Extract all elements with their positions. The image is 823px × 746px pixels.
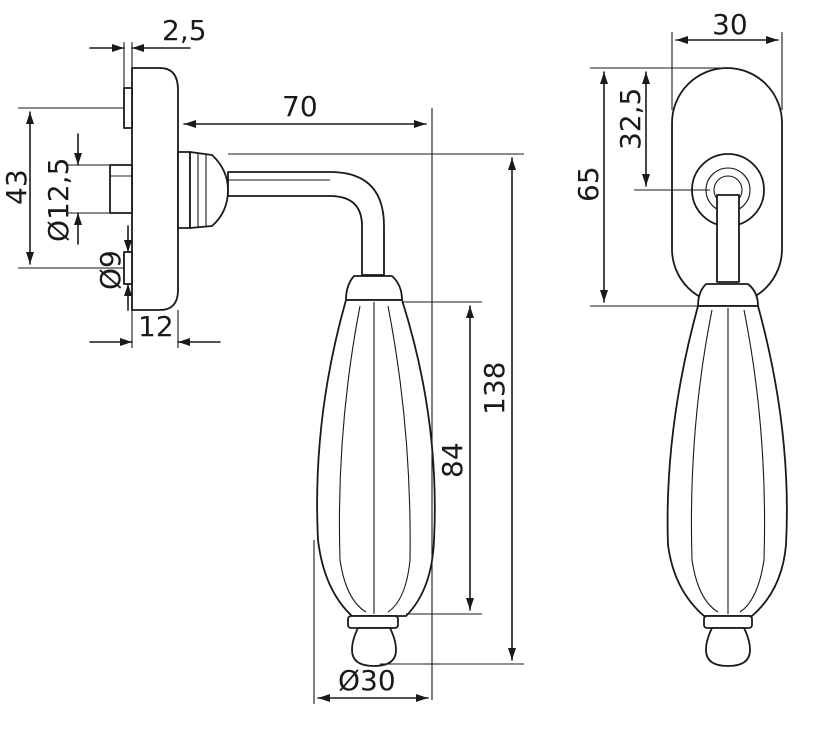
front-arm [716, 194, 740, 283]
dim-grip-length-label: 84 [436, 442, 469, 478]
dim-total-height: 138 [228, 153, 524, 665]
side-neck [189, 151, 229, 229]
dim-grip-diameter: Ø30 [313, 540, 429, 704]
dim-flange-thickness: 2,5 [89, 14, 207, 88]
dim-spindle-diameter-label: Ø12,5 [42, 158, 75, 242]
front-grip-knob [705, 627, 751, 667]
side-grip-knob [351, 627, 397, 667]
side-collar [177, 151, 191, 229]
dim-screw-diameter: Ø9 [94, 225, 132, 311]
side-grip-collar [347, 615, 399, 629]
front-grip-collar [703, 615, 753, 629]
side-grip [316, 299, 436, 617]
dim-total-height-label: 138 [478, 362, 511, 415]
dim-width-label: 30 [712, 8, 748, 41]
dim-spindle-diameter: Ø12,5 [42, 133, 110, 245]
dim-spindle-offset: 32,5 [614, 71, 710, 191]
side-arm [227, 171, 385, 276]
dim-projection: 70 [183, 90, 433, 700]
dim-rosette-depth-label: 12 [138, 310, 174, 343]
front-view [666, 67, 788, 667]
side-rosette [131, 67, 179, 311]
dim-rosette-height-label: 65 [572, 166, 605, 202]
dim-rosette-height: 65 [572, 67, 724, 307]
dim-spindle-offset-label: 32,5 [614, 88, 647, 150]
dim-rosette-depth: 12 [89, 310, 221, 348]
dim-projection-label: 70 [282, 90, 318, 123]
side-top-stub [123, 87, 133, 129]
dim-flange-thickness-label: 2,5 [162, 14, 207, 47]
dim-grip-diameter-label: Ø30 [338, 664, 396, 697]
dim-grip-length: 84 [402, 301, 482, 615]
dim-base-height: 43 [0, 107, 124, 269]
front-grip-cap [697, 283, 759, 307]
dim-width: 30 [671, 8, 783, 110]
dim-base-height-label: 43 [0, 169, 33, 205]
side-view [109, 67, 436, 667]
dim-screw-diameter-label: Ø9 [94, 250, 127, 290]
front-grip [666, 305, 788, 617]
side-grip-cap [345, 275, 403, 301]
side-spindle [109, 164, 133, 214]
